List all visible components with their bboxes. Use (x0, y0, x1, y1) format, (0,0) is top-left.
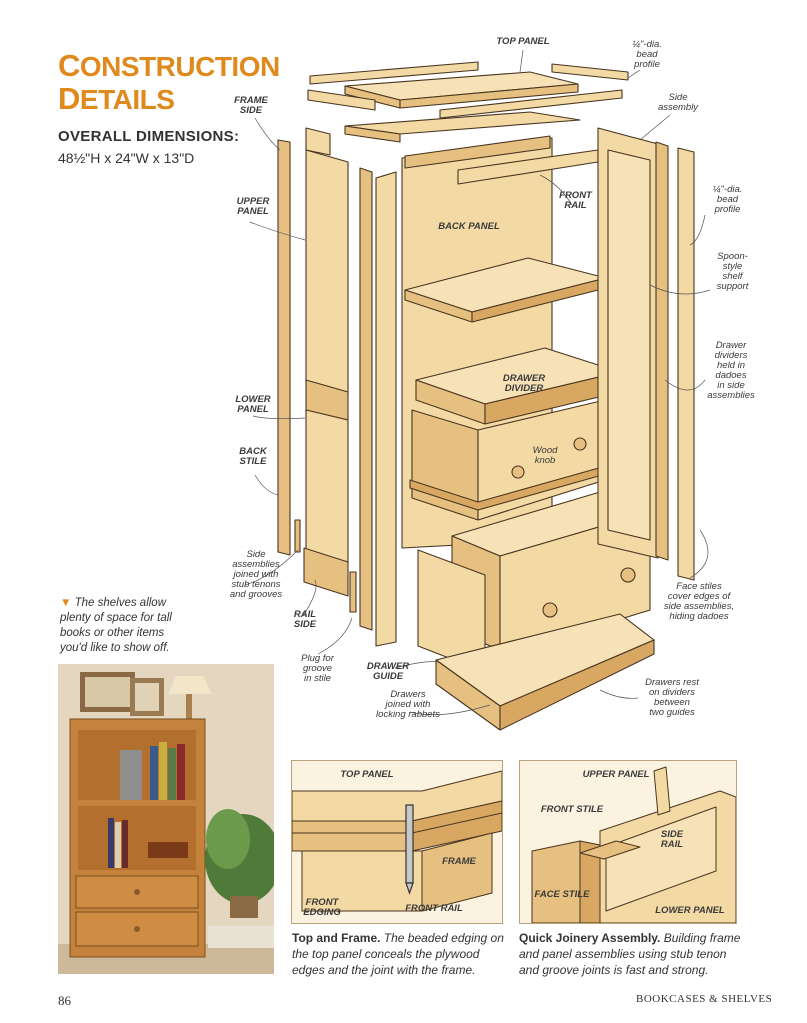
page-number: 86 (58, 993, 71, 1008)
inset-right-caption: Quick Joinery Assembly. Building frame a… (519, 930, 741, 978)
label-face-stiles: Face stiles cover edges of side assembli… (663, 581, 735, 622)
inset-left-label-front-rail: FRONT RAIL (405, 903, 463, 914)
label-side-assembly: Side assembly (657, 92, 699, 113)
label-frame-side: FRAME SIDE (234, 95, 268, 116)
frame-side-piece (307, 89, 376, 111)
label-front-rail: FRONT RAIL (559, 190, 592, 211)
inset-left-caption-text: The beaded edging on the top panel conce… (292, 931, 504, 977)
label-drawers-rest: Drawers rest on dividers between two gui… (645, 677, 699, 718)
joinery-illustration (531, 766, 737, 924)
inset-left-label-frame: FRAME (442, 856, 476, 867)
label-rail-side: RAIL SIDE (293, 609, 317, 630)
page-title: CONSTRUCTION DETAILS (58, 50, 288, 116)
label-plug-groove: Plug for groove in stile (301, 653, 334, 684)
exploded-cabinet-diagram (244, 49, 711, 731)
label-drawer-divider: DRAWER DIVIDER (502, 373, 546, 394)
inset-left-label-front-edging: FRONT EDGING (303, 897, 341, 918)
label-back-panel: BACK PANEL (438, 221, 500, 232)
bookcase-photo (58, 664, 274, 974)
title-cap-1: C (58, 48, 80, 83)
label-wood-knob: Wood knob (532, 445, 558, 466)
face-stile-right (677, 147, 695, 581)
inset-left-caption-bold: Top and Frame. (292, 931, 381, 945)
label-spoon-support: Spoon- style shelf support (716, 251, 749, 292)
label-bead-profile-top: ¼"-dia. bead profile (632, 39, 662, 70)
inset-right-label-side-rail: SIDE RAIL (660, 829, 684, 850)
inset-right-caption-bold: Quick Joinery Assembly. (519, 931, 661, 945)
front-bead-strip (439, 89, 623, 119)
bookcase-photo-illustration (58, 664, 274, 974)
shelf-note-text: The shelves allow plenty of space for ta… (60, 597, 172, 654)
upper-panel-shape (305, 149, 349, 393)
inset-right-label-upper-panel: UPPER PANEL (582, 769, 650, 780)
front-stile-left (359, 167, 373, 631)
section-name: BOOKCASES & SHELVES (636, 993, 773, 1005)
face-stile-left (375, 171, 397, 647)
triangle-bullet-icon: ▼ (60, 597, 72, 609)
title-cap-2: D (58, 81, 80, 116)
inset-top-and-frame (291, 760, 503, 924)
dimensions-heading: OVERALL DIMENSIONS: (58, 128, 240, 145)
inset-right-caption-text: Building frame and panel assemblies usin… (519, 931, 741, 977)
title-rest-1: ONSTRUCTION (79, 51, 280, 82)
inset-right-label-front-stile: FRONT STILE (540, 804, 604, 815)
shelf-note: ▼ The shelves allow plenty of space for … (60, 596, 192, 656)
label-bead-profile-side: ¼"-dia. bead profile (712, 184, 743, 215)
inset-left-caption: Top and Frame. The beaded edging on the … (292, 930, 504, 978)
label-drawer-dividers: Drawer dividers held in dadoes in side a… (707, 340, 755, 401)
dimensions-value: 48½"H x 24"W x 13"D (58, 150, 195, 166)
inset-joinery-assembly (519, 760, 737, 924)
label-lower-panel: LOWER PANEL (235, 394, 271, 415)
label-back-stile: BACK STILE (239, 446, 267, 467)
label-side-assemblies-joined: Side assemblies joined with stub tenons … (229, 549, 283, 600)
lower-panel-shape (305, 409, 349, 563)
inset-left-label-top-panel: TOP PANEL (340, 769, 394, 780)
top-frame-back (309, 61, 479, 85)
label-drawer-guide: DRAWER GUIDE (366, 661, 410, 682)
inset-right-label-lower-panel: LOWER PANEL (655, 905, 725, 916)
label-upper-panel: UPPER PANEL (236, 196, 270, 217)
label-drawers-joined: Drawers joined with locking rabbets (376, 689, 440, 720)
top-rail-back (404, 135, 551, 169)
inset-right-label-face-stile: FACE STILE (534, 889, 590, 900)
title-rest-2: ETAILS (79, 84, 175, 115)
label-top-panel: TOP PANEL (496, 36, 550, 47)
top-frame-joint-illustration (291, 770, 503, 912)
top-frame-side-right (551, 63, 629, 81)
back-stile (277, 139, 291, 556)
rail-side-shape (303, 547, 349, 597)
